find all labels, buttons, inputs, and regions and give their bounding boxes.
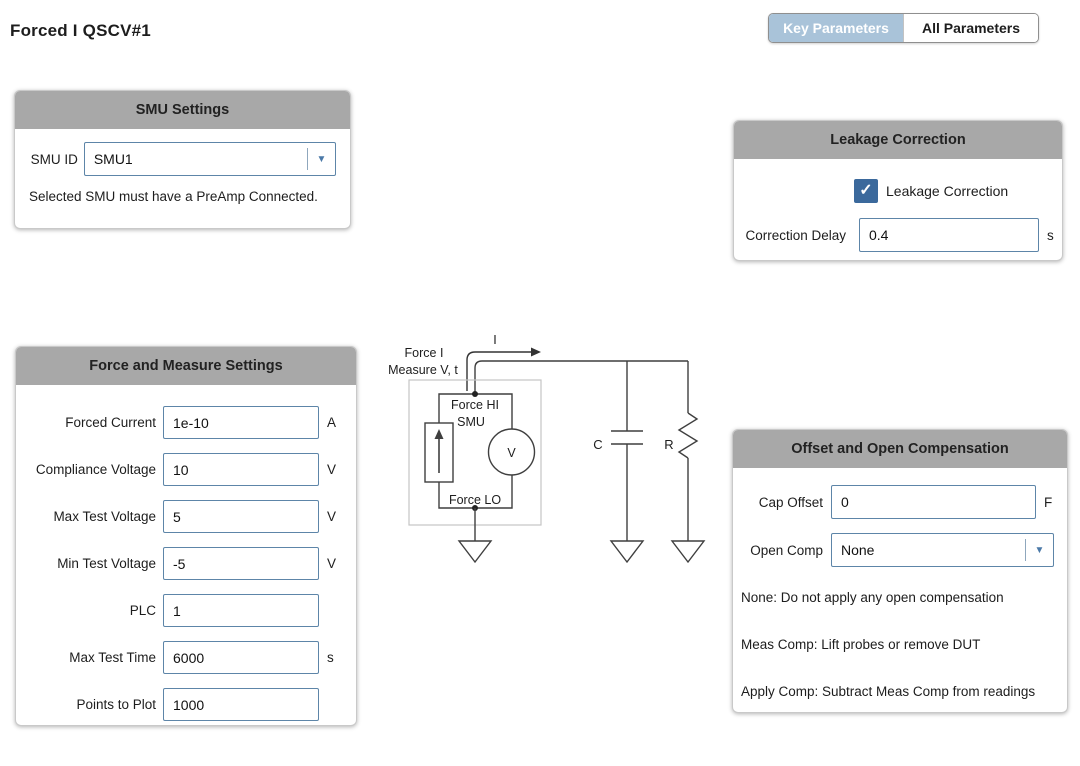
tab-all-parameters[interactable]: All Parameters [903, 14, 1038, 42]
field-row-plc: PLC [16, 594, 356, 627]
force-measure-settings-panel: Force and Measure Settings Forced Curren… [15, 346, 357, 726]
open-comp-note-apply: Apply Comp: Subtract Meas Comp from read… [741, 684, 1036, 699]
voltmeter-label: V [507, 446, 516, 460]
parameters-toggle: Key Parameters All Parameters [768, 13, 1039, 43]
field-row-max-test-time: Max Test Time s [16, 641, 356, 674]
force-measure-settings-title: Force and Measure Settings [16, 347, 356, 385]
compliance-voltage-label: Compliance Voltage [35, 462, 156, 477]
current-arrow-line [466, 351, 531, 391]
max-test-time-label: Max Test Time [69, 650, 156, 665]
field-row-points-to-plot: Points to Plot [16, 688, 356, 721]
cap-offset-unit: F [1044, 494, 1053, 510]
field-row-max-test-voltage: Max Test Voltage V [16, 500, 356, 533]
voltmeter-symbol [487, 428, 536, 476]
correction-delay-input[interactable] [859, 218, 1039, 252]
max-test-time-unit: s [327, 650, 334, 665]
forced-current-input[interactable] [163, 406, 319, 439]
max-test-voltage-unit: V [327, 509, 337, 524]
offset-open-compensation-panel: Offset and Open Compensation Cap Offset … [732, 429, 1068, 713]
chevron-down-icon[interactable]: ▼ [1034, 544, 1045, 556]
current-arrowhead-icon [531, 347, 541, 357]
open-comp-note-none: None: Do not apply any open compensation [741, 590, 1004, 605]
max-test-voltage-label: Max Test Voltage [53, 509, 156, 524]
page-title: Forced I QSCV#1 [10, 21, 151, 40]
correction-delay-label: Correction Delay [745, 227, 846, 243]
circuit-diagram: Force I Measure V, t I V Force HI SMU Fo… [388, 333, 706, 564]
ground-icon [457, 540, 493, 564]
capacitor-label: C [593, 437, 602, 452]
field-row-open-comp: Open Comp None ▼ [733, 533, 1067, 567]
force-hi-label: Force HI [451, 398, 499, 412]
current-label: I [493, 333, 496, 347]
plc-label: PLC [129, 603, 156, 618]
min-test-voltage-label: Min Test Voltage [57, 556, 156, 571]
resistor-symbol [677, 412, 699, 459]
cap-offset-label: Cap Offset [758, 494, 823, 510]
points-to-plot-label: Points to Plot [76, 697, 156, 712]
leakage-correction-checkbox[interactable]: ✓ [854, 179, 878, 203]
open-comp-note-meas: Meas Comp: Lift probes or remove DUT [741, 637, 981, 652]
max-test-voltage-input[interactable] [163, 500, 319, 533]
correction-delay-unit: s [1047, 227, 1054, 243]
smu-label: SMU [457, 415, 485, 429]
tab-key-parameters[interactable]: Key Parameters [769, 14, 903, 42]
ground-icon [609, 540, 645, 564]
leakage-correction-panel: Leakage Correction ✓ Leakage Correction … [733, 120, 1063, 261]
min-test-voltage-input[interactable] [163, 547, 319, 580]
points-to-plot-input[interactable] [163, 688, 319, 721]
min-test-voltage-unit: V [327, 556, 337, 571]
resistor-label: R [664, 437, 673, 452]
smu-id-dropdown[interactable]: SMU1 ▼ [83, 142, 336, 176]
force-lo-label: Force LO [449, 493, 501, 507]
diagram-caption-measure: Measure V, t [388, 363, 458, 377]
smu-id-label: SMU ID [30, 151, 78, 167]
offset-open-compensation-title: Offset and Open Compensation [733, 430, 1067, 468]
dropdown-separator [1025, 539, 1026, 561]
smu-settings-title: SMU Settings [15, 91, 350, 129]
leakage-correction-checkbox-label: Leakage Correction [886, 183, 1009, 199]
smu-id-value: SMU1 [93, 151, 133, 167]
smu-preamp-note: Selected SMU must have a PreAmp Connecte… [29, 189, 318, 204]
top-wire [474, 360, 688, 394]
diagram-caption-force-i: Force I [405, 346, 444, 360]
ground-icon [670, 540, 706, 564]
forced-current-label: Forced Current [65, 415, 156, 430]
dropdown-separator [307, 148, 308, 170]
max-test-time-input[interactable] [163, 641, 319, 674]
open-comp-label: Open Comp [750, 542, 823, 558]
current-source-arrowhead-icon [434, 429, 444, 439]
open-comp-value: None [841, 542, 875, 558]
smu-settings-panel: SMU Settings SMU ID SMU1 ▼ Selected SMU … [14, 90, 351, 229]
field-row-cap-offset: Cap Offset F [733, 485, 1067, 519]
junction-dot-top [472, 391, 478, 397]
field-row-compliance-voltage: Compliance Voltage V [16, 453, 356, 486]
plc-input[interactable] [163, 594, 319, 627]
open-comp-dropdown[interactable]: None ▼ [831, 533, 1054, 567]
cap-offset-input[interactable] [831, 485, 1036, 519]
compliance-voltage-unit: V [327, 462, 337, 477]
chevron-down-icon[interactable]: ▼ [316, 153, 327, 165]
compliance-voltage-input[interactable] [163, 453, 319, 486]
leakage-correction-title: Leakage Correction [734, 121, 1062, 159]
field-row-min-test-voltage: Min Test Voltage V [16, 547, 356, 580]
field-row-forced-current: Forced Current A [16, 406, 356, 439]
forced-current-unit: A [327, 415, 337, 430]
